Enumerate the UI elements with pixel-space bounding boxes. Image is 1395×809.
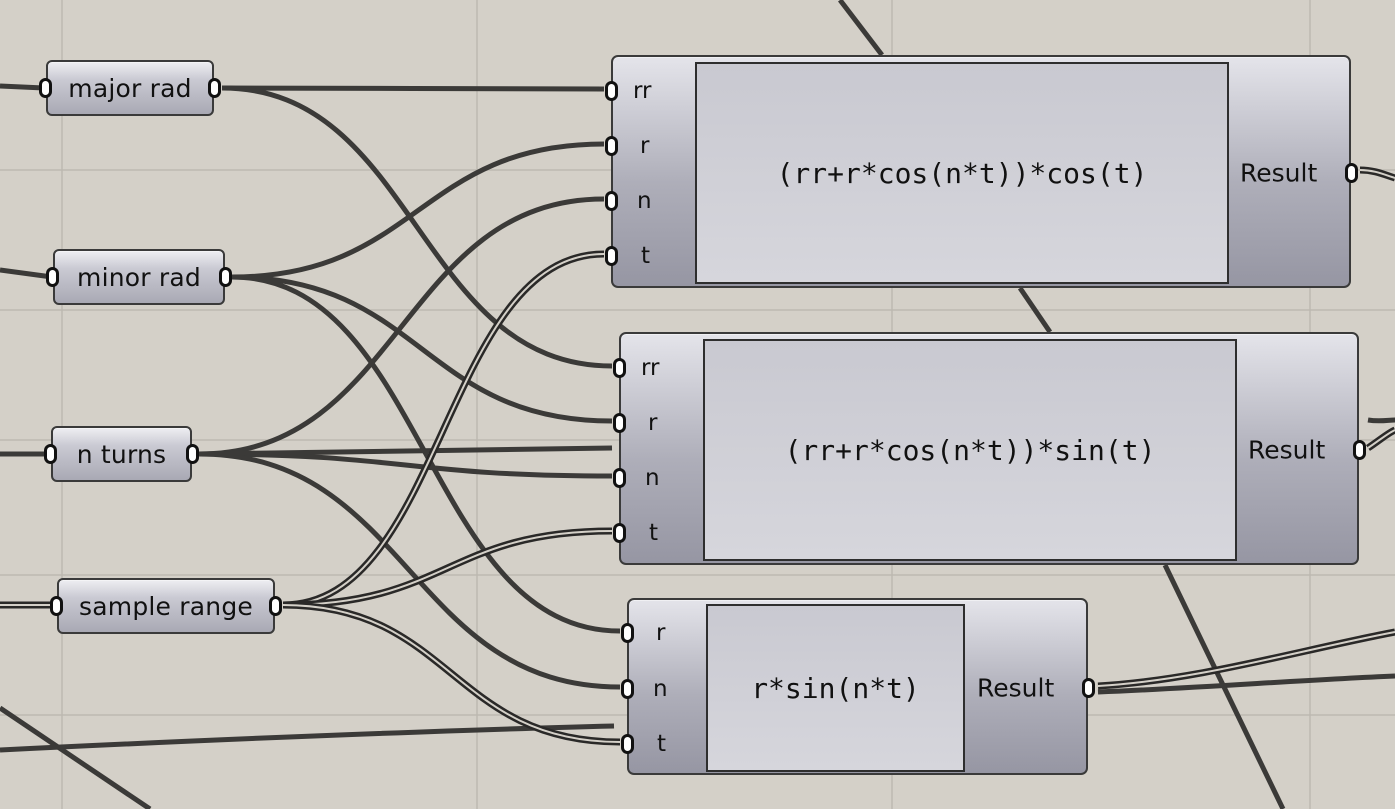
background-wire	[1017, 286, 1053, 334]
param-major-rad-label: major rad	[68, 73, 192, 103]
output-label-result: Result	[1240, 158, 1318, 188]
output-grip-result[interactable]	[1082, 678, 1095, 698]
wire-range-to-c1-gap	[282, 253, 605, 606]
output-wire	[1097, 628, 1395, 690]
param-n-turns[interactable]: n turns	[44, 426, 199, 482]
input-grip-r[interactable]	[613, 413, 626, 433]
wire-nturns-straight	[198, 445, 613, 457]
input-label-r: r	[656, 620, 666, 646]
param-sample-range[interactable]: sample range	[50, 578, 282, 634]
background-wire	[1162, 563, 1286, 809]
wire-minor-to-c1	[231, 141, 605, 280]
param-n-turns-in-grip[interactable]	[44, 444, 57, 464]
background-wire	[838, 0, 884, 57]
expression-component-z[interactable]: r n t r*sin(n*t) Result	[621, 598, 1095, 775]
wire-range-to-c2	[282, 527, 613, 609]
param-minor-rad-out-grip[interactable]	[219, 267, 232, 287]
param-sample-range-label: sample range	[79, 591, 253, 621]
input-grip-r[interactable]	[621, 623, 634, 643]
output-grip-result[interactable]	[1353, 440, 1366, 460]
output-wire-gap	[1359, 169, 1395, 179]
param-sample-range-out-grip[interactable]	[269, 596, 282, 616]
expression-component-x[interactable]: rr r n t (rr+r*cos(n*t))*cos(t) Result	[605, 55, 1358, 288]
wire-nturns-to-c3	[198, 451, 621, 690]
wire-range-to-c2-gap	[282, 530, 613, 606]
wire-nturns-to-c2	[198, 451, 613, 479]
wire-nturns-to-c1	[198, 196, 605, 457]
param-minor-rad[interactable]: minor rad	[46, 249, 232, 305]
input-grip-rr[interactable]	[613, 358, 626, 378]
wire-range-to-c3-gap	[282, 604, 621, 743]
output-label-result: Result	[1248, 435, 1326, 465]
wire-minor-to-c3	[231, 274, 621, 634]
output-wire-gap	[1097, 631, 1395, 687]
input-grip-t[interactable]	[621, 734, 634, 754]
incoming-wire	[0, 83, 45, 91]
param-n-turns-label: n turns	[76, 439, 167, 469]
output-label-result: Result	[977, 673, 1055, 703]
input-grip-n[interactable]	[621, 679, 634, 699]
input-label-r: r	[648, 410, 658, 436]
input-grip-r[interactable]	[605, 136, 618, 156]
output-wire	[1097, 673, 1395, 695]
param-major-rad[interactable]: major rad	[39, 60, 221, 116]
wire-minor-to-c2	[231, 274, 613, 424]
expression-box[interactable]: (rr+r*cos(n*t))*sin(t)	[703, 339, 1237, 561]
wire-range-to-c3	[282, 601, 621, 746]
expression-component-y[interactable]: rr r n t (rr+r*cos(n*t))*sin(t) Result	[613, 332, 1366, 565]
expression-box[interactable]: (rr+r*cos(n*t))*cos(t)	[695, 62, 1229, 284]
input-label-n: n	[653, 676, 668, 702]
input-grip-n[interactable]	[613, 468, 626, 488]
wire-major-to-c1	[221, 85, 605, 92]
background-wire	[0, 705, 152, 809]
input-grip-t[interactable]	[613, 523, 626, 543]
input-grip-rr[interactable]	[605, 81, 618, 101]
param-major-rad-out-grip[interactable]	[208, 78, 221, 98]
incoming-wire	[0, 267, 53, 280]
param-minor-rad-label: minor rad	[77, 262, 201, 292]
input-label-r: r	[640, 133, 650, 159]
output-grip-result[interactable]	[1345, 163, 1358, 183]
param-sample-range-in-grip[interactable]	[50, 596, 63, 616]
wire-range-to-c1	[282, 250, 605, 609]
param-n-turns-out-grip[interactable]	[186, 444, 199, 464]
input-label-rr: rr	[633, 78, 652, 104]
incoming-wire	[0, 723, 615, 753]
expression-box[interactable]: r*sin(n*t)	[706, 604, 965, 772]
input-grip-t[interactable]	[605, 246, 618, 266]
param-major-rad-in-grip[interactable]	[39, 78, 52, 98]
input-label-t: t	[657, 731, 667, 757]
output-wire-gap	[1367, 429, 1395, 449]
param-minor-rad-in-grip[interactable]	[46, 267, 59, 287]
output-wire	[1366, 426, 1395, 451]
input-label-rr: rr	[641, 355, 660, 381]
input-grip-n[interactable]	[605, 191, 618, 211]
input-label-t: t	[641, 243, 651, 269]
wire-major-to-c2	[221, 85, 613, 369]
input-label-n: n	[645, 465, 660, 491]
input-label-n: n	[637, 188, 652, 214]
output-wire	[1367, 417, 1395, 424]
output-wire	[1359, 166, 1395, 182]
input-label-t: t	[649, 520, 659, 546]
